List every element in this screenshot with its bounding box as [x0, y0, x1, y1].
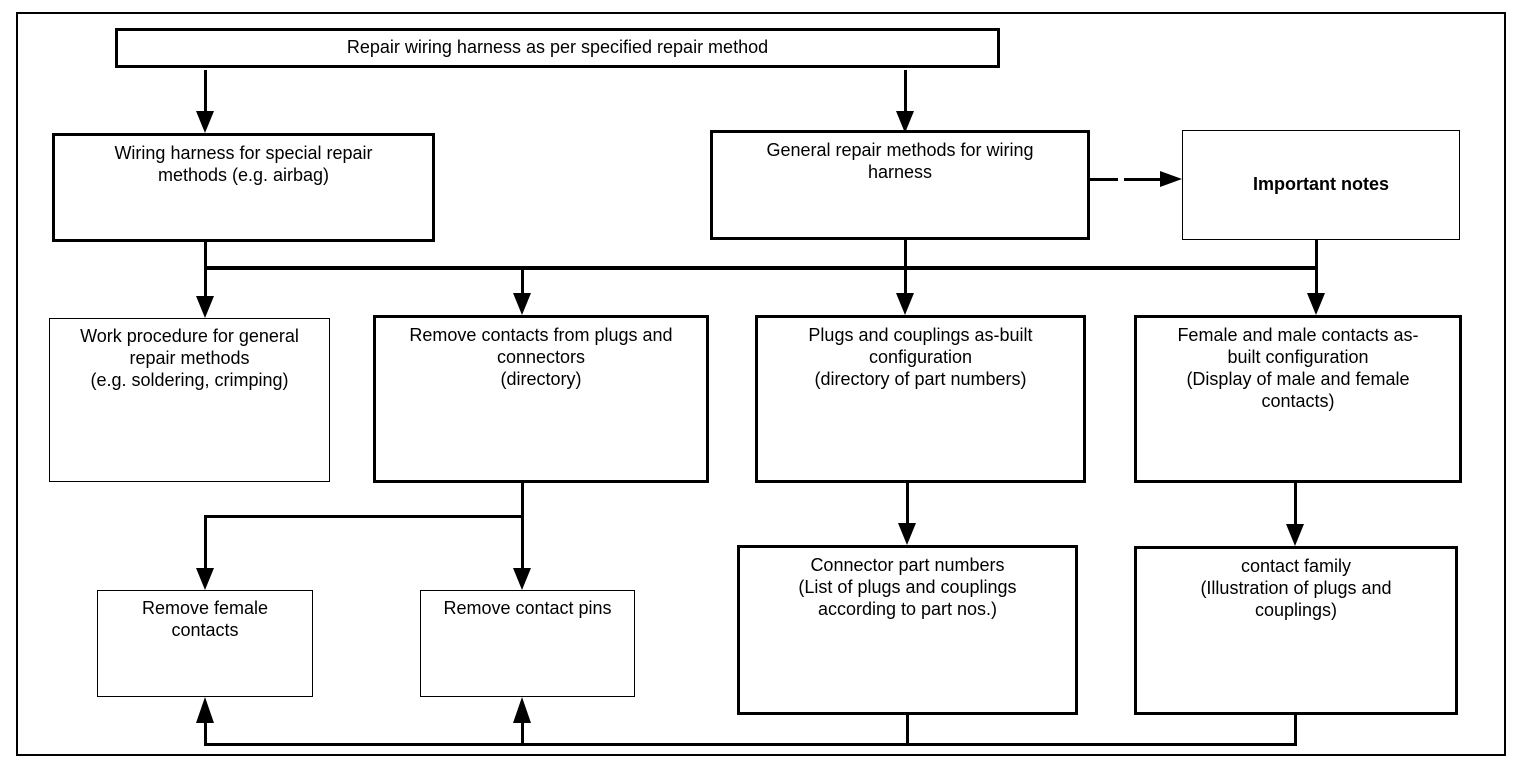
- node-important-notes: Important notes: [1182, 130, 1460, 240]
- connector-femalemale-to-family: [1294, 483, 1297, 526]
- connector-special-to-bus: [204, 242, 207, 268]
- node-connector-part-numbers: Connector part numbers (List of plugs an…: [737, 545, 1078, 715]
- node-contact-family: contact family (Illustration of plugs an…: [1134, 546, 1458, 715]
- connector-bus-to-work-procedure: [204, 270, 207, 298]
- node-label: Repair wiring harness as per specified r…: [346, 37, 769, 58]
- node-work-procedure: Work procedure for general repair method…: [49, 318, 330, 482]
- arrowhead-down: [196, 111, 214, 133]
- arrowhead-down: [513, 293, 531, 315]
- connector-top-to-special: [204, 70, 207, 114]
- arrowhead-down: [896, 111, 914, 133]
- connector-partnumbers-to-feedback: [906, 715, 909, 746]
- node-label: Connector part numbers (List of plugs an…: [798, 555, 1017, 619]
- node-label: Remove contacts from plugs and connector…: [409, 325, 673, 389]
- connector-bus-to-female-male: [1315, 270, 1318, 295]
- connector-split-to-remove-female: [204, 515, 207, 570]
- connector-bus-to-plugs-couplings: [904, 270, 907, 295]
- arrowhead-up: [196, 697, 214, 723]
- node-remove-contacts-directory: Remove contacts from plugs and connector…: [373, 315, 709, 483]
- node-plugs-couplings-config: Plugs and couplings as-built configurati…: [755, 315, 1086, 483]
- arrowhead-down: [896, 293, 914, 315]
- node-female-male-contacts-config: Female and male contacts as- built confi…: [1134, 315, 1462, 483]
- distribution-bus-line: [204, 266, 1318, 270]
- connector-split-to-remove-pins: [521, 515, 524, 570]
- node-special-repair-methods: Wiring harness for special repair method…: [52, 133, 435, 242]
- arrowhead-down: [196, 568, 214, 590]
- node-label: General repair methods for wiring harnes…: [766, 140, 1034, 182]
- arrowhead-right: [1160, 171, 1182, 187]
- node-label: Important notes: [1252, 174, 1389, 195]
- node-label: Wiring harness for special repair method…: [114, 143, 373, 185]
- arrowhead-down: [1286, 524, 1304, 546]
- arrowhead-down: [898, 523, 916, 545]
- node-remove-contact-pins: Remove contact pins: [420, 590, 635, 697]
- connector-notes-to-bus: [1315, 240, 1318, 268]
- node-label: Work procedure for general repair method…: [80, 326, 299, 390]
- arrowhead-down: [513, 568, 531, 590]
- node-label: Remove contact pins: [443, 598, 612, 618]
- diagram-border: [16, 12, 1506, 756]
- connector-plugs-to-partnumbers: [906, 483, 909, 525]
- connector-feedback-to-remove-pins: [521, 721, 524, 746]
- node-label: Plugs and couplings as-built configurati…: [808, 325, 1033, 389]
- node-remove-female-contacts: Remove female contacts: [97, 590, 313, 697]
- node-general-repair-methods: General repair methods for wiring harnes…: [710, 130, 1090, 240]
- connector-general-to-notes-seg2: [1124, 178, 1160, 181]
- node-label: contact family (Illustration of plugs an…: [1200, 556, 1392, 620]
- connector-bus-to-remove-contacts: [521, 270, 524, 295]
- feedback-bus-line: [204, 743, 1297, 746]
- connector-general-to-notes-seg1: [1090, 178, 1118, 181]
- connector-family-to-feedback: [1294, 715, 1297, 746]
- connector-top-to-general: [904, 70, 907, 114]
- arrowhead-down: [196, 296, 214, 318]
- arrowhead-down: [1307, 293, 1325, 315]
- split-line: [204, 515, 524, 518]
- node-label: Female and male contacts as- built confi…: [1177, 325, 1419, 411]
- connector-general-to-bus: [904, 240, 907, 268]
- arrowhead-up: [513, 697, 531, 723]
- connector-feedback-to-remove-female: [204, 721, 207, 746]
- node-label: Remove female contacts: [141, 598, 269, 640]
- node-repair-wiring-harness: Repair wiring harness as per specified r…: [115, 28, 1000, 68]
- connector-remove-contacts-down: [521, 483, 524, 517]
